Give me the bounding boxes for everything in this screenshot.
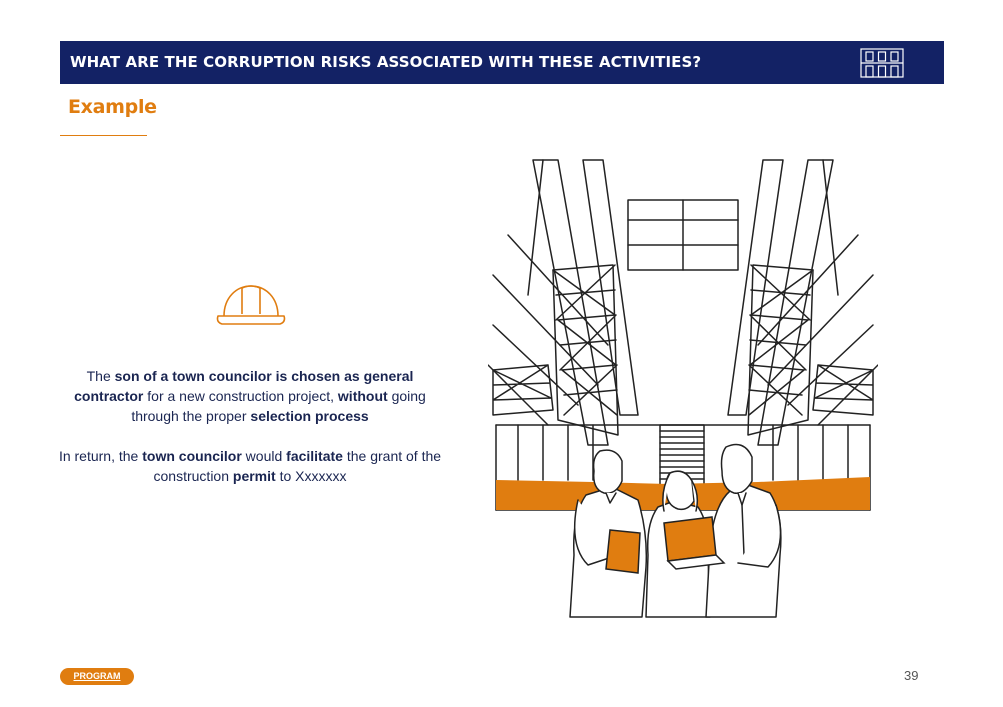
- example-description: The son of a town councilor is chosen as…: [55, 366, 445, 486]
- page-title: WHAT ARE THE CORRUPTION RISKS ASSOCIATED…: [70, 53, 702, 71]
- paragraph-2: In return, the town councilor would faci…: [58, 448, 442, 484]
- paragraph-1: The son of a town councilor is chosen as…: [74, 368, 426, 424]
- page-number: 39: [904, 668, 919, 683]
- program-tag-button[interactable]: PROGRAM: [60, 668, 134, 685]
- section-title: Example: [68, 96, 157, 118]
- hard-hat-icon: [216, 285, 286, 325]
- section-divider: [60, 135, 147, 136]
- header-bar: WHAT ARE THE CORRUPTION RISKS ASSOCIATED…: [60, 41, 944, 84]
- building-icon: [860, 48, 904, 78]
- construction-site-illustration: [488, 159, 878, 618]
